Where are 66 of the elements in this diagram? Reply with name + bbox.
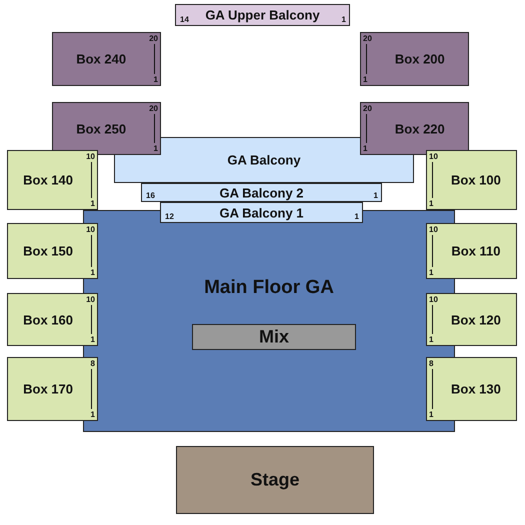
seating-section: [52, 32, 161, 86]
seat-number: 20: [363, 34, 372, 43]
seating-section: [426, 150, 517, 210]
seat-number: 10: [429, 225, 438, 234]
seating-section: [426, 357, 517, 421]
section-label: Box 100: [451, 172, 501, 188]
section-label: Box 110: [451, 244, 501, 258]
seat-number: 10: [86, 152, 95, 161]
seating-section: [7, 357, 98, 421]
section-label: Box 240: [76, 52, 126, 66]
seat-number: 1: [429, 199, 434, 208]
seat-number: 1: [90, 268, 95, 277]
section-label: GA Upper Balcony: [205, 8, 320, 22]
section-label: GA Balcony: [227, 152, 301, 168]
section-label: Box 250: [76, 121, 126, 136]
section-label: Box 200: [394, 52, 445, 66]
seat-number: 1: [374, 191, 378, 200]
mix-position: [192, 324, 356, 350]
seat-number: 1: [363, 75, 368, 84]
seat-number: 8: [90, 359, 95, 368]
seat-number: 10: [86, 295, 95, 304]
section-label: Box 150: [23, 244, 73, 258]
section-label: Box 140: [23, 172, 73, 188]
seat-number: 12: [165, 212, 174, 221]
section-label: Box 130: [451, 382, 501, 396]
section-label: Stage: [250, 470, 300, 490]
section-label: Mix: [259, 326, 289, 348]
seating-section: [160, 202, 363, 223]
seat-number: 1: [429, 335, 434, 344]
seat-number: 1: [429, 268, 434, 277]
seating-section: [426, 293, 517, 346]
seat-number: 1: [90, 199, 95, 208]
section-label: Box 170: [23, 382, 73, 396]
section-label: Box 160: [23, 312, 73, 327]
seat-number: 16: [146, 191, 155, 200]
seat-number: 10: [429, 295, 438, 304]
section-label: Main Floor GA: [204, 277, 334, 299]
seat-number: 10: [429, 152, 438, 161]
seat-number: 20: [149, 104, 158, 113]
seating-section: [7, 223, 98, 279]
seat-number: 1: [342, 15, 346, 24]
section-label: GA Balcony 2: [219, 185, 304, 200]
seating-section: [360, 32, 469, 86]
seat-number: 1: [363, 144, 368, 153]
seating-section: [141, 183, 382, 202]
section-label: GA Balcony 1: [219, 205, 304, 220]
seat-number: 10: [86, 225, 95, 234]
seat-number: 1: [429, 410, 434, 419]
seat-number: 1: [90, 335, 95, 344]
seat-number: 1: [354, 212, 359, 221]
seat-number: 20: [363, 104, 372, 113]
seat-number: 1: [154, 75, 158, 84]
seat-number: 20: [149, 34, 158, 43]
seat-number: 14: [180, 15, 189, 24]
seating-section: [7, 293, 98, 346]
seat-number: 8: [429, 359, 434, 368]
seating-section: [426, 223, 517, 279]
seating-section: [52, 102, 161, 155]
seating-section: [360, 102, 469, 155]
seat-number: 1: [154, 144, 158, 153]
seat-number: 1: [90, 410, 95, 419]
stage: [176, 446, 374, 514]
seating-section: [7, 150, 98, 210]
section-label: Box 220: [394, 121, 445, 136]
seating-section: [175, 4, 350, 26]
section-label: Box 120: [451, 312, 501, 327]
